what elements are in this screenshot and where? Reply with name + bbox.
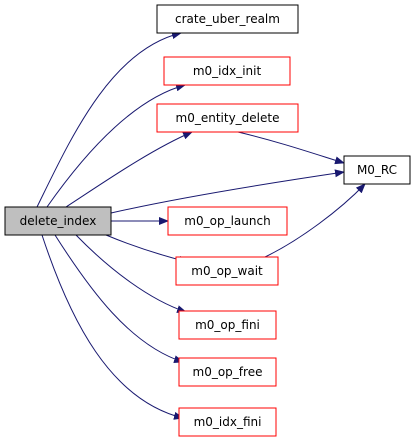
node-m0-idx-fini[interactable]: m0_idx_fini (178, 407, 277, 437)
node-m0-op-wait[interactable]: m0_op_wait (175, 256, 279, 286)
node-label: crate_uber_realm (175, 12, 280, 26)
edge-delete-index-to-m0-idx-init (46, 83, 186, 208)
node-label: m0_idx_fini (194, 415, 262, 429)
node-box (343, 155, 411, 185)
edge-delete-index-to-crate-uber-realm (36, 31, 182, 208)
node-box (178, 357, 277, 387)
node-label: m0_op_wait (191, 264, 263, 278)
node-box (156, 103, 299, 133)
node-m0-op-launch[interactable]: m0_op_launch (167, 206, 288, 236)
edge-delete-index-to-m0-entity-delete (65, 131, 193, 208)
edge-delete-index-to-m0-op-fini (75, 234, 187, 313)
edge-delete-index-to-m0-rc (110, 169, 345, 214)
edge-delete-index-to-m0-op-free (54, 234, 184, 364)
node-label: M0_RC (357, 163, 397, 177)
edge-m0-entity-delete-to-m0-rc (237, 131, 345, 165)
node-box (4, 206, 112, 236)
node-label: m0_op_fini (195, 318, 260, 332)
node-box (178, 407, 277, 437)
node-label: m0_idx_init (193, 64, 262, 78)
node-box (167, 206, 288, 236)
node-delete-index[interactable]: delete_index (4, 206, 112, 236)
node-layer: delete_index crate_uber_realm m0_idx_initm… (4, 4, 411, 437)
node-box (178, 310, 277, 340)
node-label: m0_op_free (193, 365, 263, 379)
node-m0-entity-delete[interactable]: m0_entity_delete (156, 103, 299, 133)
node-label: delete_index (20, 214, 97, 228)
node-m0-op-free[interactable]: m0_op_free (178, 357, 277, 387)
node-m0-idx-init[interactable]: m0_idx_init (163, 56, 291, 86)
node-m0-op-fini[interactable]: m0_op_fini (178, 310, 277, 340)
edge-m0-op-wait-to-m0-rc (264, 183, 366, 258)
node-box (163, 56, 291, 86)
node-crate-uber-realm[interactable]: crate_uber_realm (156, 4, 299, 34)
node-m0-rc[interactable]: M0_RC (343, 155, 411, 185)
edge-delete-index-to-m0-idx-fini (41, 234, 184, 420)
node-label: m0_op_launch (184, 214, 270, 228)
edge-layer (36, 31, 366, 420)
node-box (175, 256, 279, 286)
node-label: m0_entity_delete (176, 111, 280, 125)
node-box (156, 4, 299, 34)
